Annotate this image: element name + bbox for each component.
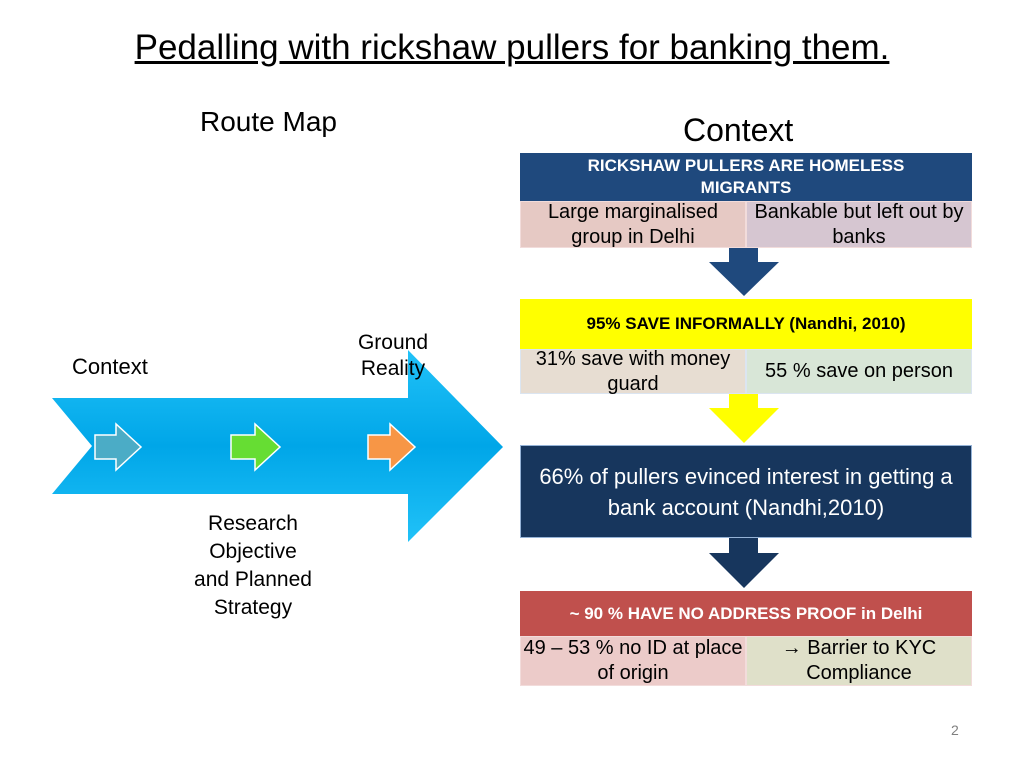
block4-header: ~ 90 % HAVE NO ADDRESS PROOF in Delhi [520,591,972,636]
slide-title: Pedalling with rickshaw pullers for bank… [134,28,890,67]
connector-arrow-2 [709,394,779,443]
research-stage-arrow-icon [230,422,282,472]
route-map-heading: Route Map [200,106,337,137]
stage-label-research: Research Objective and Planned Strategy [194,512,312,619]
block1-right-cell: Bankable but left out by banks [746,201,972,248]
context-heading: Context [683,112,794,148]
connector-arrow-3 [709,538,779,588]
context-stage-arrow-icon [94,422,143,472]
block4-right-cell: → Barrier to KYC Compliance [746,636,972,686]
page-number: 2 [951,722,959,738]
block4-left-cell: 49 – 53 % no ID at place of origin [520,636,746,686]
block1-left-cell: Large marginalised group in Delhi [520,201,746,248]
connector-arrow-1 [709,248,779,296]
block1-header: RICKSHAW PULLERS ARE HOMELESS MIGRANTS [520,153,972,201]
block2-left-cell: 31% save with money guard [520,348,746,395]
stage-label-ground-reality: Ground Reality [357,331,429,380]
block3-statement: 66% of pullers evinced interest in getti… [520,445,972,538]
block2-header: 95% SAVE INFORMALLY (Nandhi, 2010) [520,299,972,349]
stage-label-context: Context [72,354,148,379]
ground-reality-stage-arrow-icon [367,422,417,472]
block2-right-cell: 55 % save on person [746,349,972,394]
